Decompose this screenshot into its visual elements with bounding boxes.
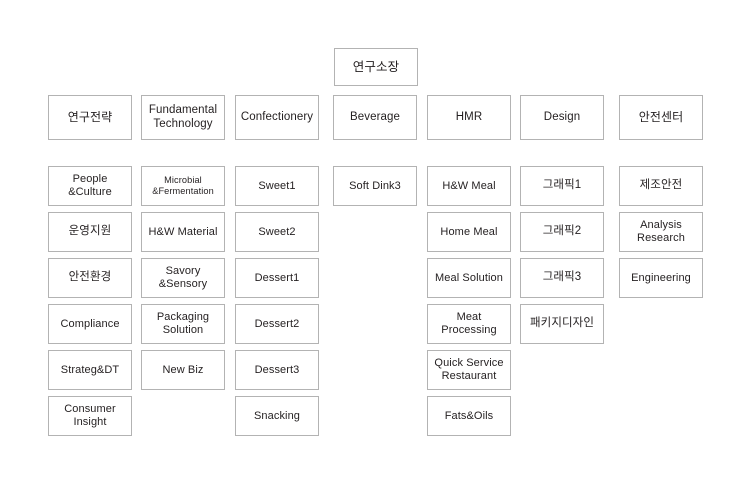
org-node-root[interactable]: 연구소장	[334, 48, 418, 86]
org-node-department-design[interactable]: Design	[520, 95, 604, 140]
org-node-team-meal-solution[interactable]: Meal Solution	[427, 258, 511, 298]
org-node-department-hmr[interactable]: HMR	[427, 95, 511, 140]
org-node-team-패키지디자인[interactable]: 패키지디자인	[520, 304, 604, 344]
org-node-department-연구전략[interactable]: 연구전략	[48, 95, 132, 140]
org-node-team-strateg-dt[interactable]: Strateg&DT	[48, 350, 132, 390]
org-node-team-microbial-fermentation[interactable]: Microbial &Fermentation	[141, 166, 225, 206]
org-node-team-analysis-research[interactable]: Analysis Research	[619, 212, 703, 252]
org-node-team-savory-sensory[interactable]: Savory &Sensory	[141, 258, 225, 298]
org-node-team-meat-processing[interactable]: Meat Processing	[427, 304, 511, 344]
org-node-team-안전환경[interactable]: 안전환경	[48, 258, 132, 298]
org-node-team-그래픽2[interactable]: 그래픽2	[520, 212, 604, 252]
org-node-team-sweet1[interactable]: Sweet1	[235, 166, 319, 206]
org-node-team-제조안전[interactable]: 제조안전	[619, 166, 703, 206]
org-node-team-sweet2[interactable]: Sweet2	[235, 212, 319, 252]
org-node-team-people-culture[interactable]: People &Culture	[48, 166, 132, 206]
org-node-team-engineering[interactable]: Engineering	[619, 258, 703, 298]
org-node-department-beverage[interactable]: Beverage	[333, 95, 417, 140]
org-node-team-packaging-solution[interactable]: Packaging Solution	[141, 304, 225, 344]
org-node-team-그래픽3[interactable]: 그래픽3	[520, 258, 604, 298]
org-node-team-dessert1[interactable]: Dessert1	[235, 258, 319, 298]
org-node-team-compliance[interactable]: Compliance	[48, 304, 132, 344]
org-node-team-그래픽1[interactable]: 그래픽1	[520, 166, 604, 206]
org-node-team-soft-dink3[interactable]: Soft Dink3	[333, 166, 417, 206]
org-node-department-fundamental-technology[interactable]: Fundamental Technology	[141, 95, 225, 140]
org-node-team-h-w-meal[interactable]: H&W Meal	[427, 166, 511, 206]
org-node-team-consumer-insight[interactable]: Consumer Insight	[48, 396, 132, 436]
org-node-team-운영지원[interactable]: 운영지원	[48, 212, 132, 252]
org-node-team-dessert3[interactable]: Dessert3	[235, 350, 319, 390]
org-node-team-new-biz[interactable]: New Biz	[141, 350, 225, 390]
org-node-team-home-meal[interactable]: Home Meal	[427, 212, 511, 252]
org-node-team-h-w-material[interactable]: H&W Material	[141, 212, 225, 252]
org-node-team-quick-service-restaurant[interactable]: Quick Service Restaurant	[427, 350, 511, 390]
org-node-team-snacking[interactable]: Snacking	[235, 396, 319, 436]
org-node-department-안전센터[interactable]: 안전센터	[619, 95, 703, 140]
org-node-department-confectionery[interactable]: Confectionery	[235, 95, 319, 140]
org-node-team-dessert2[interactable]: Dessert2	[235, 304, 319, 344]
org-node-team-fats-oils[interactable]: Fats&Oils	[427, 396, 511, 436]
